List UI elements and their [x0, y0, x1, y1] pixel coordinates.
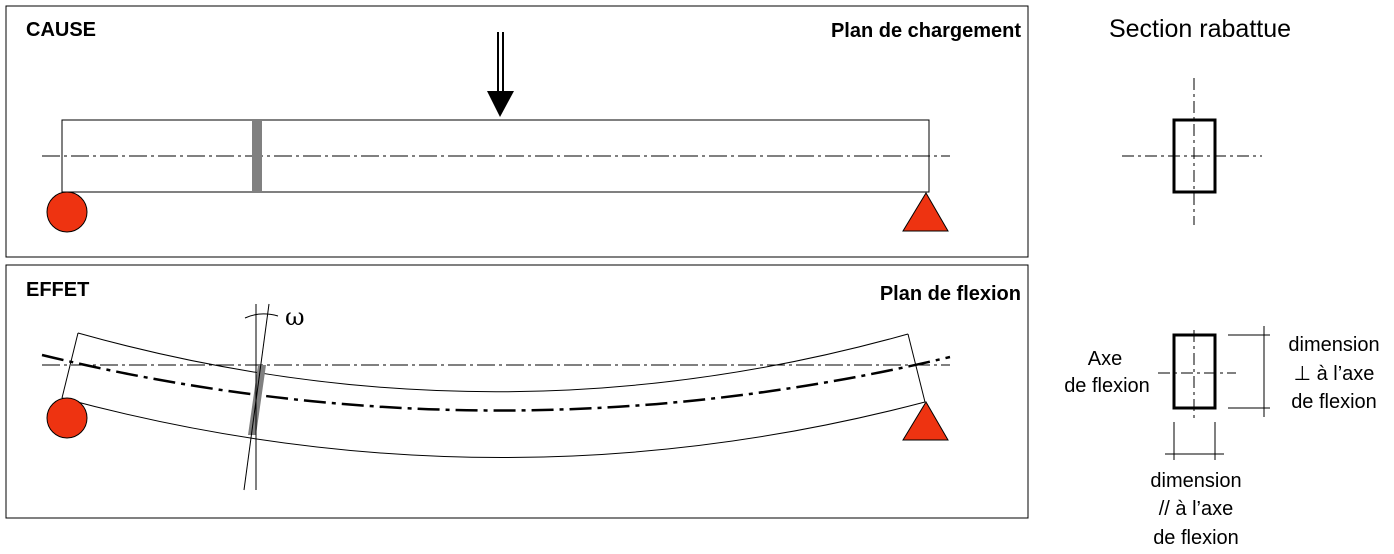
- rotated-cross-section-mark: [248, 365, 266, 435]
- effect-panel: EFFET Plan de flexion ω: [5, 264, 1029, 519]
- section-panel: Section rabattue Axe de flexion dimensio…: [1064, 15, 1379, 549]
- axis-label-line2: de flexion: [1064, 375, 1150, 397]
- section-rectangle: [1172, 118, 1217, 194]
- deformed-beam-bottom: [61, 397, 926, 458]
- deflected-neutral-axis: [41, 353, 951, 412]
- cause-panel-frame: [5, 5, 1029, 258]
- cause-panel: CAUSE Plan de chargement: [5, 5, 1029, 258]
- rotation-symbol: ω: [285, 303, 305, 331]
- axis-label-line1: Axe: [1088, 348, 1122, 370]
- section-title: Section rabattue: [1109, 15, 1291, 43]
- loading-plane-label: Plan de chargement: [831, 20, 1021, 42]
- perp-dimension-label-line1: dimension: [1288, 334, 1379, 356]
- parallel-dimension-label-line1: dimension: [1150, 470, 1241, 492]
- cross-section-mark: [252, 120, 262, 192]
- deformed-beam-left-end: [61, 332, 79, 399]
- pin-support-icon: [902, 192, 949, 232]
- pin-support-icon: [902, 401, 949, 441]
- parallel-dimension-label-line2: // à l’axe: [1159, 498, 1233, 520]
- rotated-section-line: [243, 303, 270, 491]
- deformed-beam-top: [77, 332, 909, 393]
- bending-plane-label: Plan de flexion: [880, 283, 1021, 305]
- roller-support-icon: [46, 191, 88, 233]
- rotation-arc: [244, 313, 279, 319]
- deformed-beam-right-end: [907, 333, 926, 403]
- section-rectangle-bent: [1172, 333, 1217, 410]
- perp-dimension-label-line2: ⊥ à l’axe: [1294, 363, 1375, 385]
- roller-support-icon: [46, 397, 88, 439]
- effect-label: EFFET: [26, 279, 89, 301]
- effect-panel-frame: [5, 264, 1029, 519]
- cause-label: CAUSE: [26, 19, 96, 41]
- perp-dimension-label-line3: de flexion: [1291, 391, 1377, 413]
- parallel-dimension-label-line3: de flexion: [1153, 527, 1239, 549]
- load-arrow-icon: [487, 32, 514, 117]
